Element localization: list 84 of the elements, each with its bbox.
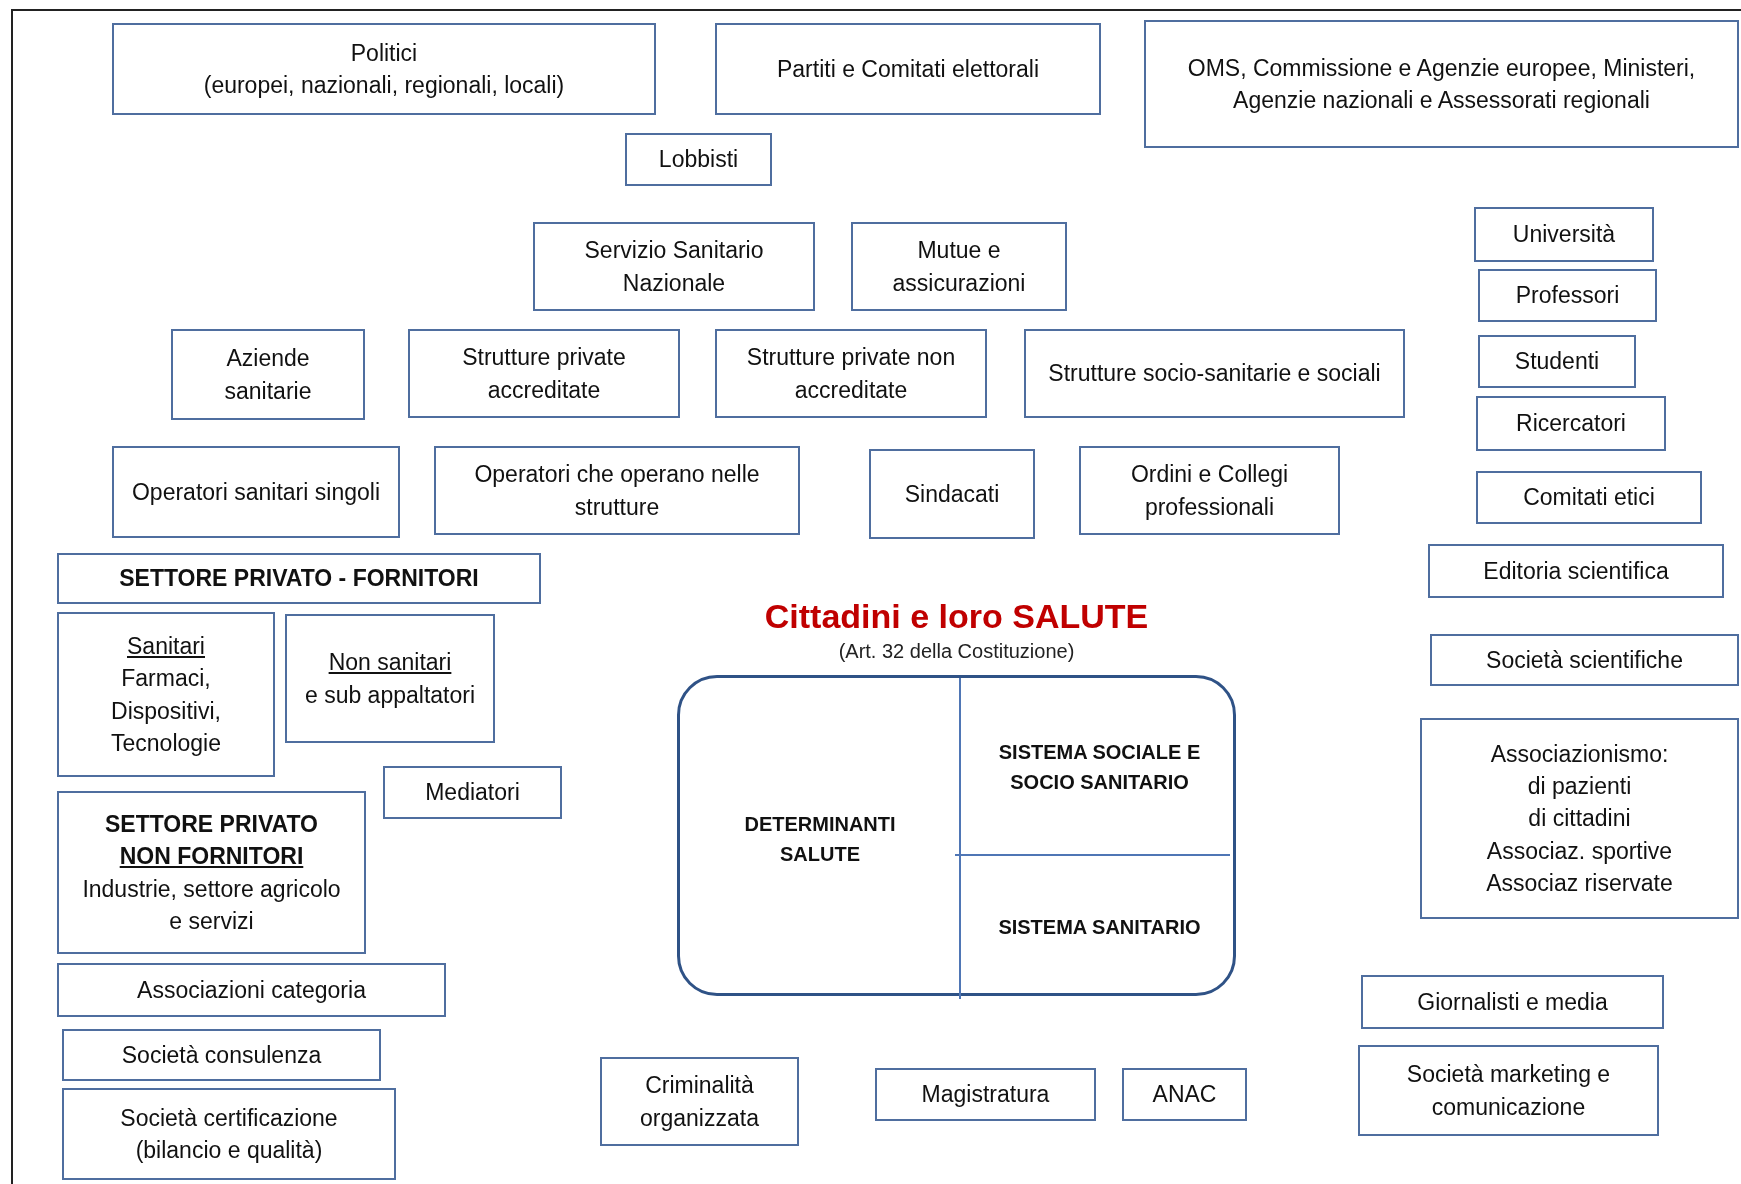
box-text: OMS, Commissione e Agenzie europee, Ministeri, Agenzie nazionali e Assessorati regionali: [1186, 53, 1697, 115]
label-box: [1478, 269, 1657, 322]
label-box: [57, 553, 541, 604]
label-box: [869, 449, 1035, 539]
quadrant-text: DETERMINANTI SALUTE: [743, 811, 897, 867]
label-box: [875, 1068, 1096, 1121]
box-text: Magistratura: [921, 1080, 1050, 1110]
box-text: Comitati etici: [1523, 483, 1655, 513]
label-box: [625, 133, 772, 186]
label-box: [434, 446, 800, 535]
box-text: Ricercatori: [1516, 409, 1626, 439]
label-box: [1361, 975, 1664, 1029]
box-text: Studenti: [1514, 347, 1600, 377]
box-text: Società consulenza: [121, 1040, 322, 1070]
box-text: SETTORE PRIVATO: [105, 810, 318, 840]
box-text: Associaz riservate: [1486, 868, 1673, 898]
label-box: [57, 791, 366, 954]
box-text: Aziende sanitarie: [223, 344, 313, 406]
box-text: Sanitari: [127, 632, 205, 662]
center-heading: Cittadini e loro SALUTE: [764, 596, 1149, 637]
quadrant-text: SISTEMA SANITARIO: [998, 915, 1201, 940]
box-text: Politici: [350, 38, 418, 68]
center-subheading: (Art. 32 della Costituzione): [838, 638, 1075, 664]
label-box: [62, 1088, 396, 1180]
label-box: [383, 766, 562, 819]
label-box: [1358, 1045, 1659, 1136]
box-text: Lobbisti: [658, 145, 739, 175]
box-text: Operatori che operano nelle strutture: [473, 460, 761, 522]
box-text: NON FORNITORI: [119, 842, 304, 872]
box-text: Non sanitari: [328, 648, 452, 678]
box-text: ANAC: [1152, 1080, 1217, 1110]
label-box: [1430, 634, 1739, 686]
box-text: Strutture socio-sanitarie e sociali: [1048, 359, 1381, 389]
box-text: Università: [1512, 220, 1616, 250]
box-text: Associazionismo:: [1490, 740, 1669, 770]
label-box: [57, 612, 275, 777]
box-text: di cittadini: [1528, 804, 1631, 834]
label-box: [1478, 335, 1636, 388]
label-box: [715, 329, 987, 418]
box-text: Industrie, settore agricolo e servizi: [81, 874, 342, 936]
label-box: [285, 614, 495, 743]
box-text: Associazioni categoria: [137, 975, 366, 1005]
box-text: Società scientifiche: [1486, 645, 1683, 675]
box-text: Associaz. sportive: [1486, 836, 1673, 866]
box-text: Criminalità organizzata: [639, 1071, 760, 1133]
label-box: [1144, 20, 1739, 148]
box-text: SETTORE PRIVATO - FORNITORI: [119, 564, 479, 594]
label-box: [1024, 329, 1405, 418]
label-box: [1476, 471, 1702, 524]
label-box: [1474, 207, 1654, 262]
box-text: di pazienti: [1527, 772, 1632, 802]
label-box: [1122, 1068, 1247, 1121]
box-text: (europei, nazionali, regionali, locali): [203, 71, 565, 100]
label-box: [851, 222, 1067, 311]
box-text: Strutture private accreditate: [461, 343, 627, 405]
box-text: Società marketing e comunicazione: [1405, 1060, 1612, 1122]
box-text: Sindacati: [904, 479, 1000, 509]
label-box: [715, 23, 1101, 115]
label-box: [1428, 544, 1724, 598]
quadrant-text: SISTEMA SOCIALE E SOCIO SANITARIO: [997, 739, 1202, 795]
label-box: [62, 1029, 381, 1081]
box-text: Partiti e Comitati elettorali: [776, 54, 1039, 84]
label-box: [600, 1057, 799, 1146]
box-text: Mediatori: [425, 778, 520, 808]
box-text: e sub appaltatori: [304, 680, 476, 710]
box-text: Farmaci, Dispositivi, Tecnologie: [110, 664, 222, 758]
box-text: Giornalisti e media: [1417, 987, 1608, 1017]
box-text: Società certificazione (bilancio e qualità): [119, 1103, 339, 1165]
label-box: [112, 23, 656, 115]
label-box: [533, 222, 815, 311]
label-box: [57, 963, 446, 1017]
box-text: Strutture private non accreditate: [745, 343, 957, 405]
box-text: Operatori sanitari singoli: [132, 477, 380, 507]
label-box: [1476, 396, 1666, 451]
box-text: Professori: [1515, 281, 1620, 311]
box-text: Editoria scientifica: [1483, 556, 1669, 586]
label-box: [1420, 718, 1739, 919]
box-text: Ordini e Collegi professionali: [1129, 460, 1290, 522]
label-box: [171, 329, 365, 420]
label-box: [408, 329, 680, 418]
box-text: Servizio Sanitario Nazionale: [583, 236, 765, 298]
label-box: [1079, 446, 1340, 535]
box-text: Mutue e assicurazioni: [891, 236, 1027, 298]
label-box: [112, 446, 400, 538]
